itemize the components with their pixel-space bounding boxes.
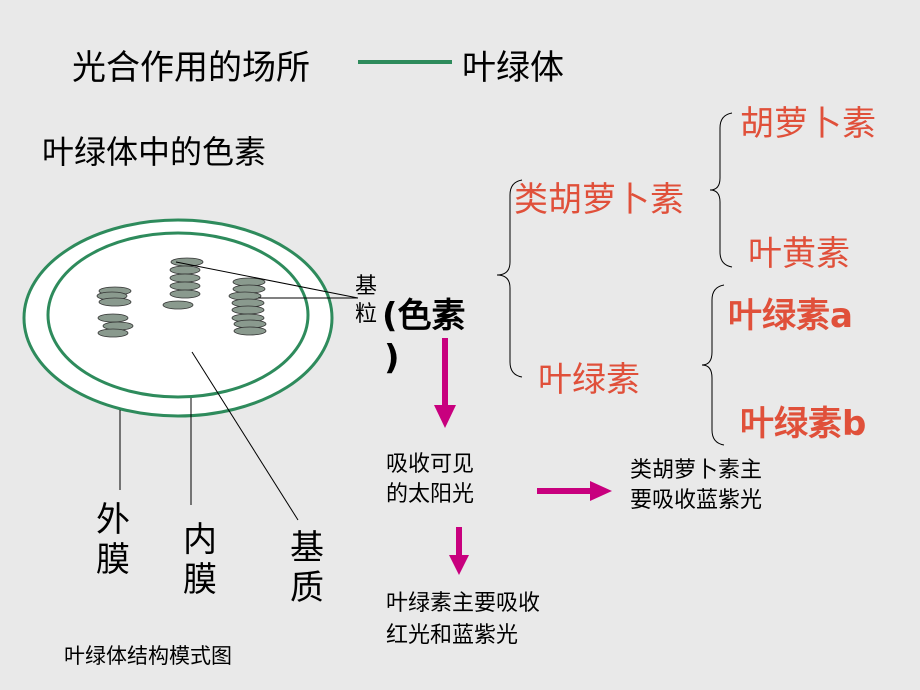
title-right: 叶绿体 bbox=[462, 48, 564, 88]
subtitle: 叶绿体中的色素 bbox=[42, 133, 267, 171]
caption: 叶绿体结构模式图 bbox=[64, 644, 232, 668]
carotene-label: 胡萝卜素 bbox=[740, 104, 876, 144]
grana-label-1: 基 bbox=[355, 274, 378, 299]
arrows bbox=[434, 338, 612, 575]
inner-membrane bbox=[46, 231, 310, 399]
inner-membrane-label: 内膜 bbox=[183, 520, 217, 600]
xanthophyll-label: 叶黄素 bbox=[748, 234, 850, 274]
braces bbox=[496, 112, 733, 446]
leader-lines bbox=[119, 261, 359, 521]
carotenoid-label: 类胡萝卜素 bbox=[514, 180, 684, 220]
stroma-label: 基质 bbox=[290, 528, 324, 608]
pigment-close: ) bbox=[384, 338, 400, 378]
pigment-label: (色素 bbox=[382, 296, 466, 336]
title-left: 光合作用的场所 bbox=[72, 48, 310, 88]
chlorophyll-label: 叶绿素 bbox=[538, 360, 640, 400]
absorb-visible-text: 吸收可见的太阳光 bbox=[386, 452, 475, 507]
chlorophyll-a-label: 叶绿素a bbox=[728, 296, 853, 336]
grana-stacks bbox=[96, 257, 267, 338]
outer-membrane-label: 外膜 bbox=[96, 500, 130, 580]
chlorophyll-absorb-text: 叶绿素主要吸收红光和蓝紫光 bbox=[386, 591, 541, 648]
carotenoid-absorb-text: 类胡萝卜素主要吸收蓝紫光 bbox=[630, 458, 763, 513]
grana-label-2: 粒 bbox=[355, 302, 378, 327]
chlorophyll-b-label: 叶绿素b bbox=[740, 404, 867, 444]
